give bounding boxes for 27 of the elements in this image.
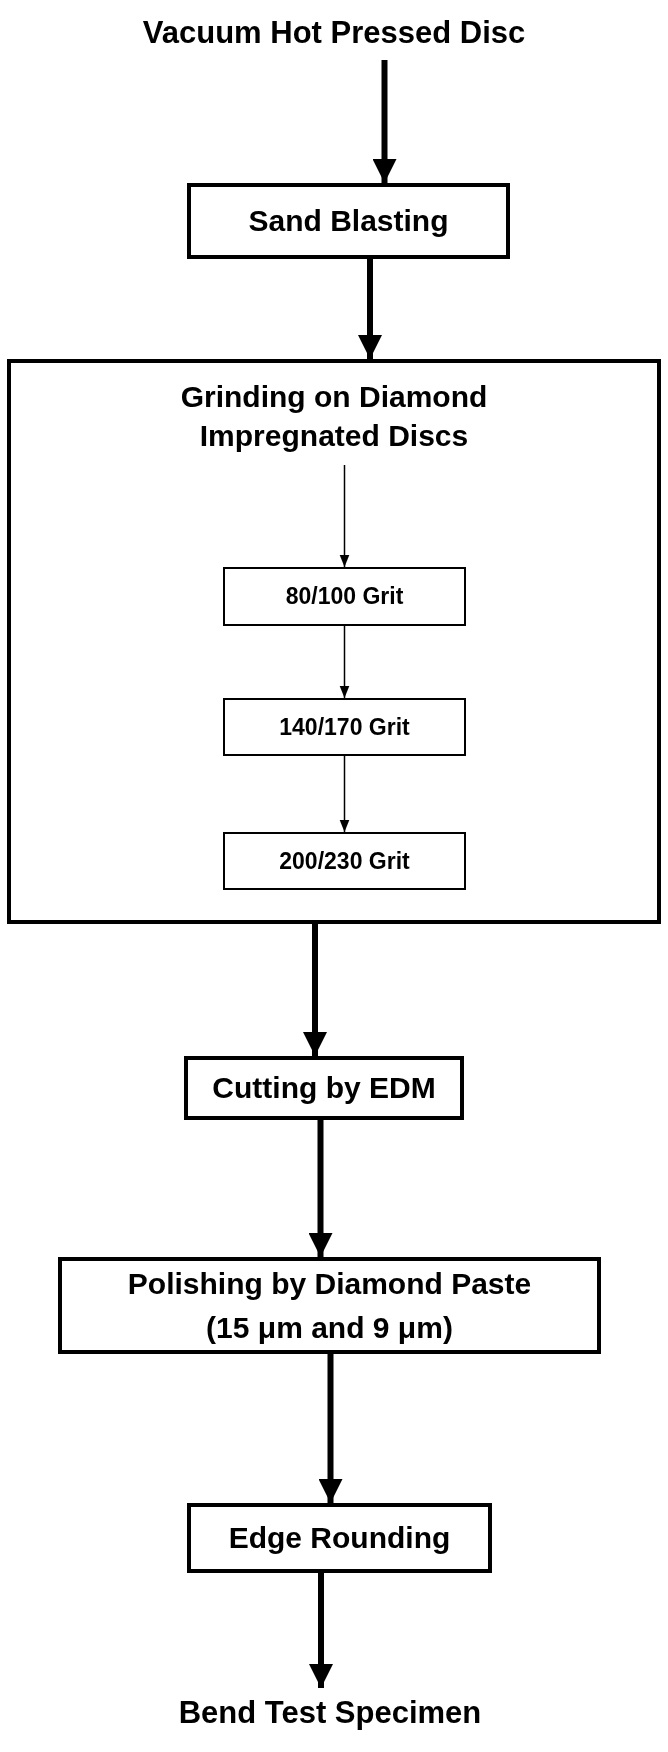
group-heading: Grinding on Diamond Impregnated Discs	[179, 379, 489, 454]
step-label: Cutting by EDM	[212, 1071, 436, 1105]
arrow	[339, 755, 350, 833]
start-label: Vacuum Hot Pressed Disc	[142, 15, 526, 51]
step-label: Sand Blasting	[248, 204, 449, 238]
end-label: Bend Test Specimen	[178, 1695, 482, 1731]
arrow	[372, 60, 397, 183]
process-box	[187, 183, 510, 259]
arrow	[308, 1120, 333, 1257]
process-box	[223, 567, 466, 626]
arrow	[318, 1354, 343, 1503]
arrow	[303, 924, 327, 1056]
process-box	[187, 1503, 492, 1573]
process-box	[223, 832, 466, 890]
step-label: Polishing by Diamond Paste (15 μm and 9 μm)	[126, 1266, 533, 1346]
step-label: 200/230 Grit	[279, 847, 410, 875]
arrow	[339, 625, 350, 699]
process-box	[223, 698, 466, 756]
arrow	[358, 259, 382, 359]
process-box	[58, 1257, 601, 1354]
arrow	[339, 464, 350, 568]
process-box	[184, 1056, 464, 1120]
step-label: 80/100 Grit	[285, 583, 404, 610]
step-label: 140/170 Grit	[279, 713, 410, 741]
arrow	[309, 1573, 333, 1688]
process-group-box	[7, 359, 661, 924]
step-label: Edge Rounding	[228, 1521, 451, 1555]
